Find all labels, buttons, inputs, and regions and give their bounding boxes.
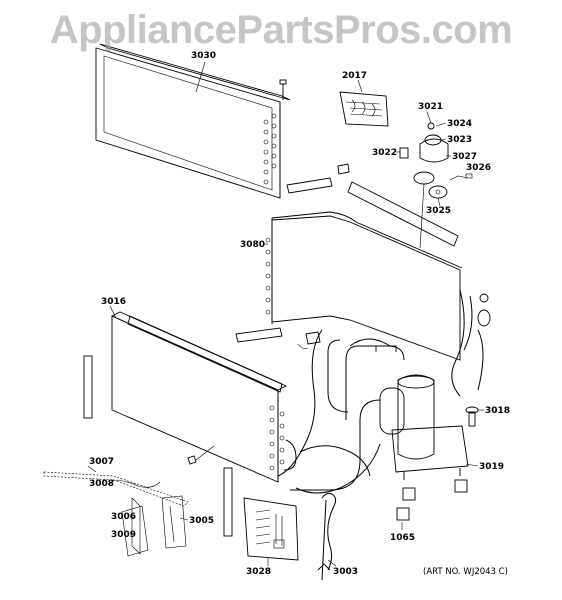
- tube-3003: [317, 493, 337, 581]
- bracket-small: [187, 455, 197, 465]
- label-3022: 3022: [372, 148, 397, 158]
- compressor: [277, 329, 469, 494]
- bolt-3018: [465, 406, 479, 427]
- label-3005: 3005: [189, 516, 214, 526]
- lower-left-parts: [43, 467, 233, 557]
- leader-3030: [195, 61, 206, 93]
- part-2017-harness: [339, 91, 389, 127]
- label-3030: 3030: [191, 51, 216, 61]
- foam-strip-mid: [127, 315, 283, 393]
- label-3008: 3008: [89, 479, 114, 489]
- side-strip-left: [83, 355, 93, 419]
- label-3019: 3019: [479, 462, 504, 472]
- label-3028: 3028: [246, 567, 271, 577]
- coil-3016: [110, 311, 297, 483]
- label-3023: 3023: [447, 135, 472, 145]
- label-3026: 3026: [466, 163, 491, 173]
- foam-strips-upper: [286, 163, 459, 247]
- coil-3030: [95, 43, 291, 199]
- label-3003: 3003: [333, 567, 358, 577]
- coil-3080: [265, 211, 463, 361]
- connector-small: [305, 331, 321, 345]
- valve-assembly-right: [451, 289, 491, 397]
- label-3018: 3018: [485, 406, 510, 416]
- label-3027: 3027: [452, 152, 477, 162]
- label-3025: 3025: [426, 206, 451, 216]
- label-3007: 3007: [89, 457, 114, 467]
- art-number: (ART NO. WJ2043 C): [423, 567, 508, 577]
- label-3009: 3009: [111, 530, 136, 540]
- label-3080: 3080: [240, 240, 265, 250]
- grommets-1065: [396, 479, 468, 521]
- label-3006: 3006: [111, 512, 136, 522]
- label-1065: 1065: [390, 533, 415, 543]
- label-3024: 3024: [447, 119, 472, 129]
- label-3016: 3016: [101, 297, 126, 307]
- part-3028-card: [243, 497, 299, 561]
- label-2017: 2017: [342, 71, 367, 81]
- label-3021: 3021: [418, 102, 443, 112]
